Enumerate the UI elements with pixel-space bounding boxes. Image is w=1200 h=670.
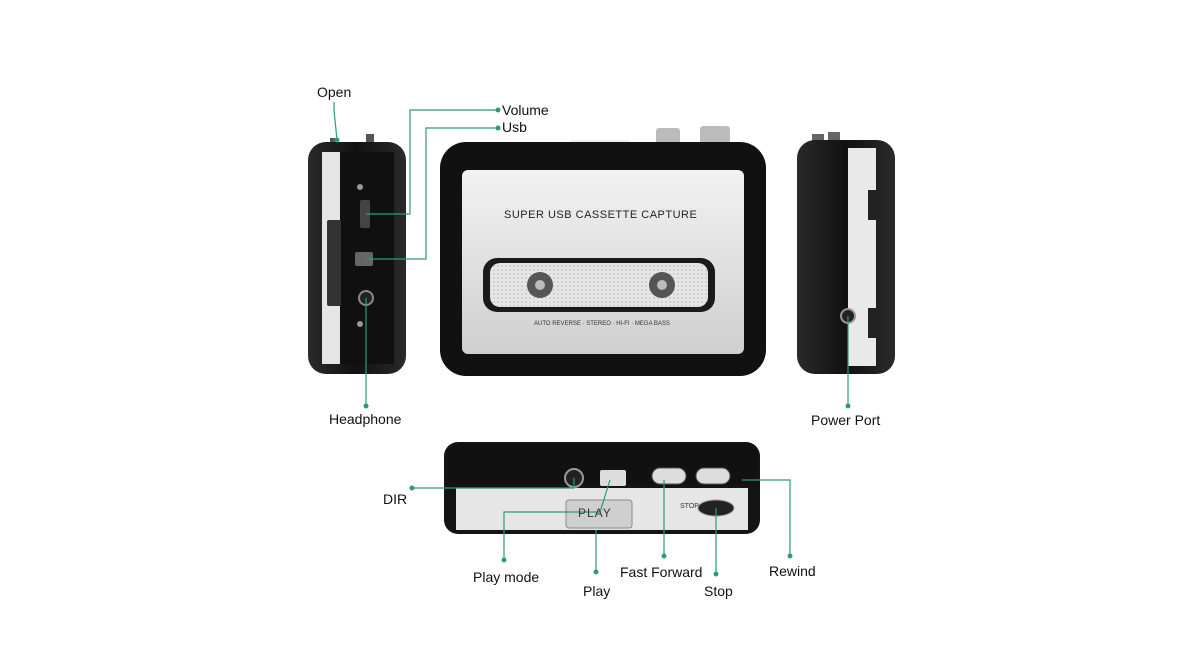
callout-lines bbox=[333, 102, 849, 574]
label-rewind: Rewind bbox=[769, 563, 816, 579]
stop-label: STOP bbox=[680, 503, 699, 510]
label-usb: Usb bbox=[502, 119, 527, 135]
label-open: Open bbox=[317, 84, 352, 100]
label-play-mode: Play mode bbox=[473, 569, 540, 585]
label-play: Play bbox=[583, 583, 611, 599]
left-side-view bbox=[308, 134, 406, 374]
battery-slot bbox=[327, 220, 341, 306]
callout-dots bbox=[334, 107, 851, 577]
play-button[interactable] bbox=[565, 499, 633, 529]
label-headphone: Headphone bbox=[329, 411, 402, 427]
device-subtitle: AUTO REVERSE · STEREO · HI-FI · MEGA BAS… bbox=[534, 321, 670, 327]
label-volume: Volume bbox=[502, 102, 549, 118]
label-power-port: Power Port bbox=[811, 412, 881, 428]
rewind-button[interactable] bbox=[695, 467, 731, 485]
play-button-label: PLAY bbox=[578, 506, 612, 520]
device-title: SUPER USB CASSETTE CAPTURE bbox=[504, 209, 698, 221]
fast-forward-button[interactable] bbox=[651, 467, 687, 485]
right-side-view bbox=[797, 132, 895, 374]
top-view bbox=[444, 442, 760, 534]
front-view bbox=[440, 126, 766, 376]
usb-port bbox=[355, 252, 373, 266]
volume-wheel[interactable] bbox=[360, 200, 370, 228]
label-dir: DIR bbox=[383, 491, 408, 507]
play-mode-switch[interactable] bbox=[600, 470, 626, 486]
label-fast-forward: Fast Forward bbox=[620, 564, 703, 580]
cassette-window bbox=[490, 263, 708, 307]
label-stop: Stop bbox=[704, 583, 733, 599]
